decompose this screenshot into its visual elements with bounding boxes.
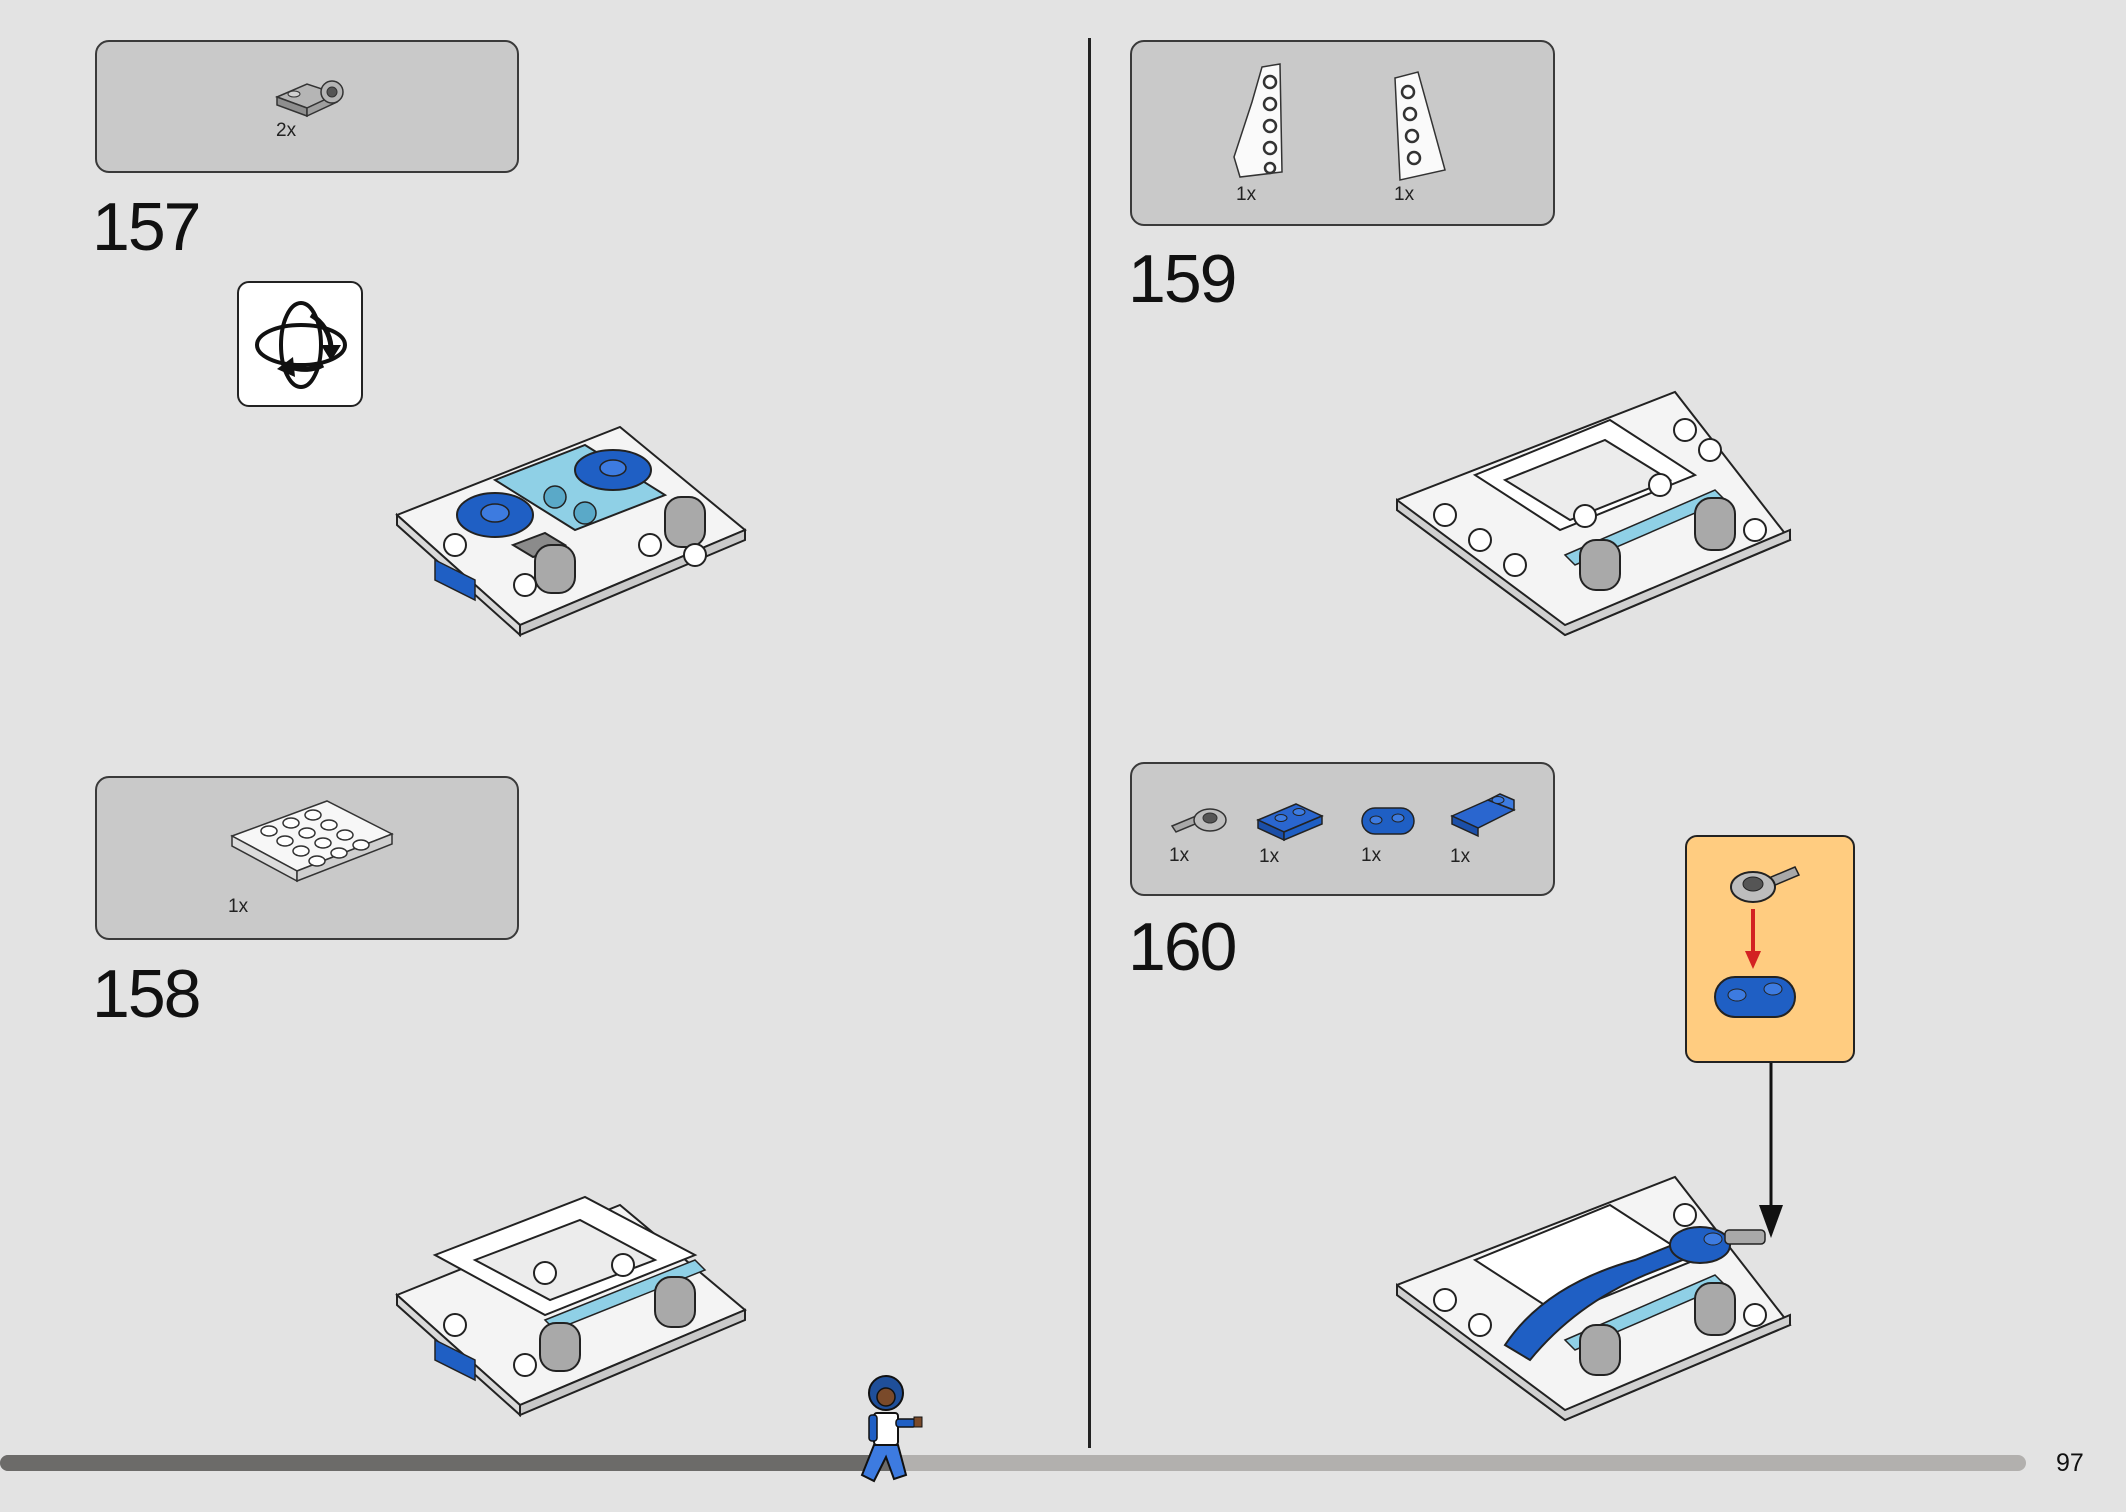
build-progress-bar: [0, 1455, 2026, 1471]
hinge-plate-icon: [230, 800, 394, 883]
plate-1x2-blue-icon: [1256, 803, 1324, 842]
parts-box-step-159: 1x 1x: [1130, 40, 1555, 226]
step-number-159: 159: [1128, 241, 1237, 317]
plate-round-1x2-blue-icon: [1361, 807, 1415, 835]
part-quantity: 1x: [1450, 846, 1471, 867]
part-quantity: 1x: [1259, 846, 1280, 867]
step-number-158: 158: [92, 956, 201, 1032]
part-quantity: 1x: [1236, 184, 1257, 205]
part-quantity: 1x: [228, 896, 249, 917]
parts-box-step-160: 1x 1x 1x 1x: [1130, 762, 1555, 896]
walking-minifigure-icon: [860, 1375, 923, 1483]
part-quantity: 2x: [276, 120, 297, 141]
model-step-160: [1396, 1175, 1792, 1422]
sub-assembly-callout: [1685, 835, 1855, 1063]
build-progress-fill: [0, 1455, 891, 1471]
page-number: 97: [2056, 1449, 2084, 1477]
callout-pointer-arrow: [1759, 1063, 1783, 1238]
part-quantity: 1x: [1169, 845, 1190, 866]
model-step-157: [395, 425, 747, 638]
model-step-159: [1396, 390, 1792, 637]
parts-box-step-158: 1x: [95, 776, 519, 940]
plate-with-pin-hole-icon: [274, 80, 344, 118]
wedge-plate-right-icon: [1233, 63, 1283, 178]
slope-curved-blue-icon: [1450, 793, 1516, 838]
part-quantity: 1x: [1394, 184, 1415, 205]
ball-joint-connector-icon: [1170, 808, 1227, 833]
step-number-157: 157: [92, 189, 201, 265]
step-number-160: 160: [1128, 909, 1237, 985]
parts-box-step-157: 2x: [95, 40, 519, 173]
part-quantity: 1x: [1361, 845, 1382, 866]
page-divider: [1088, 38, 1091, 1448]
callout-assembly: [1714, 866, 1801, 1018]
rotate-model-box: [237, 281, 363, 407]
rotate-model-icon: [255, 301, 347, 389]
wedge-plate-left-icon: [1394, 71, 1446, 181]
model-step-158: [395, 1195, 747, 1418]
